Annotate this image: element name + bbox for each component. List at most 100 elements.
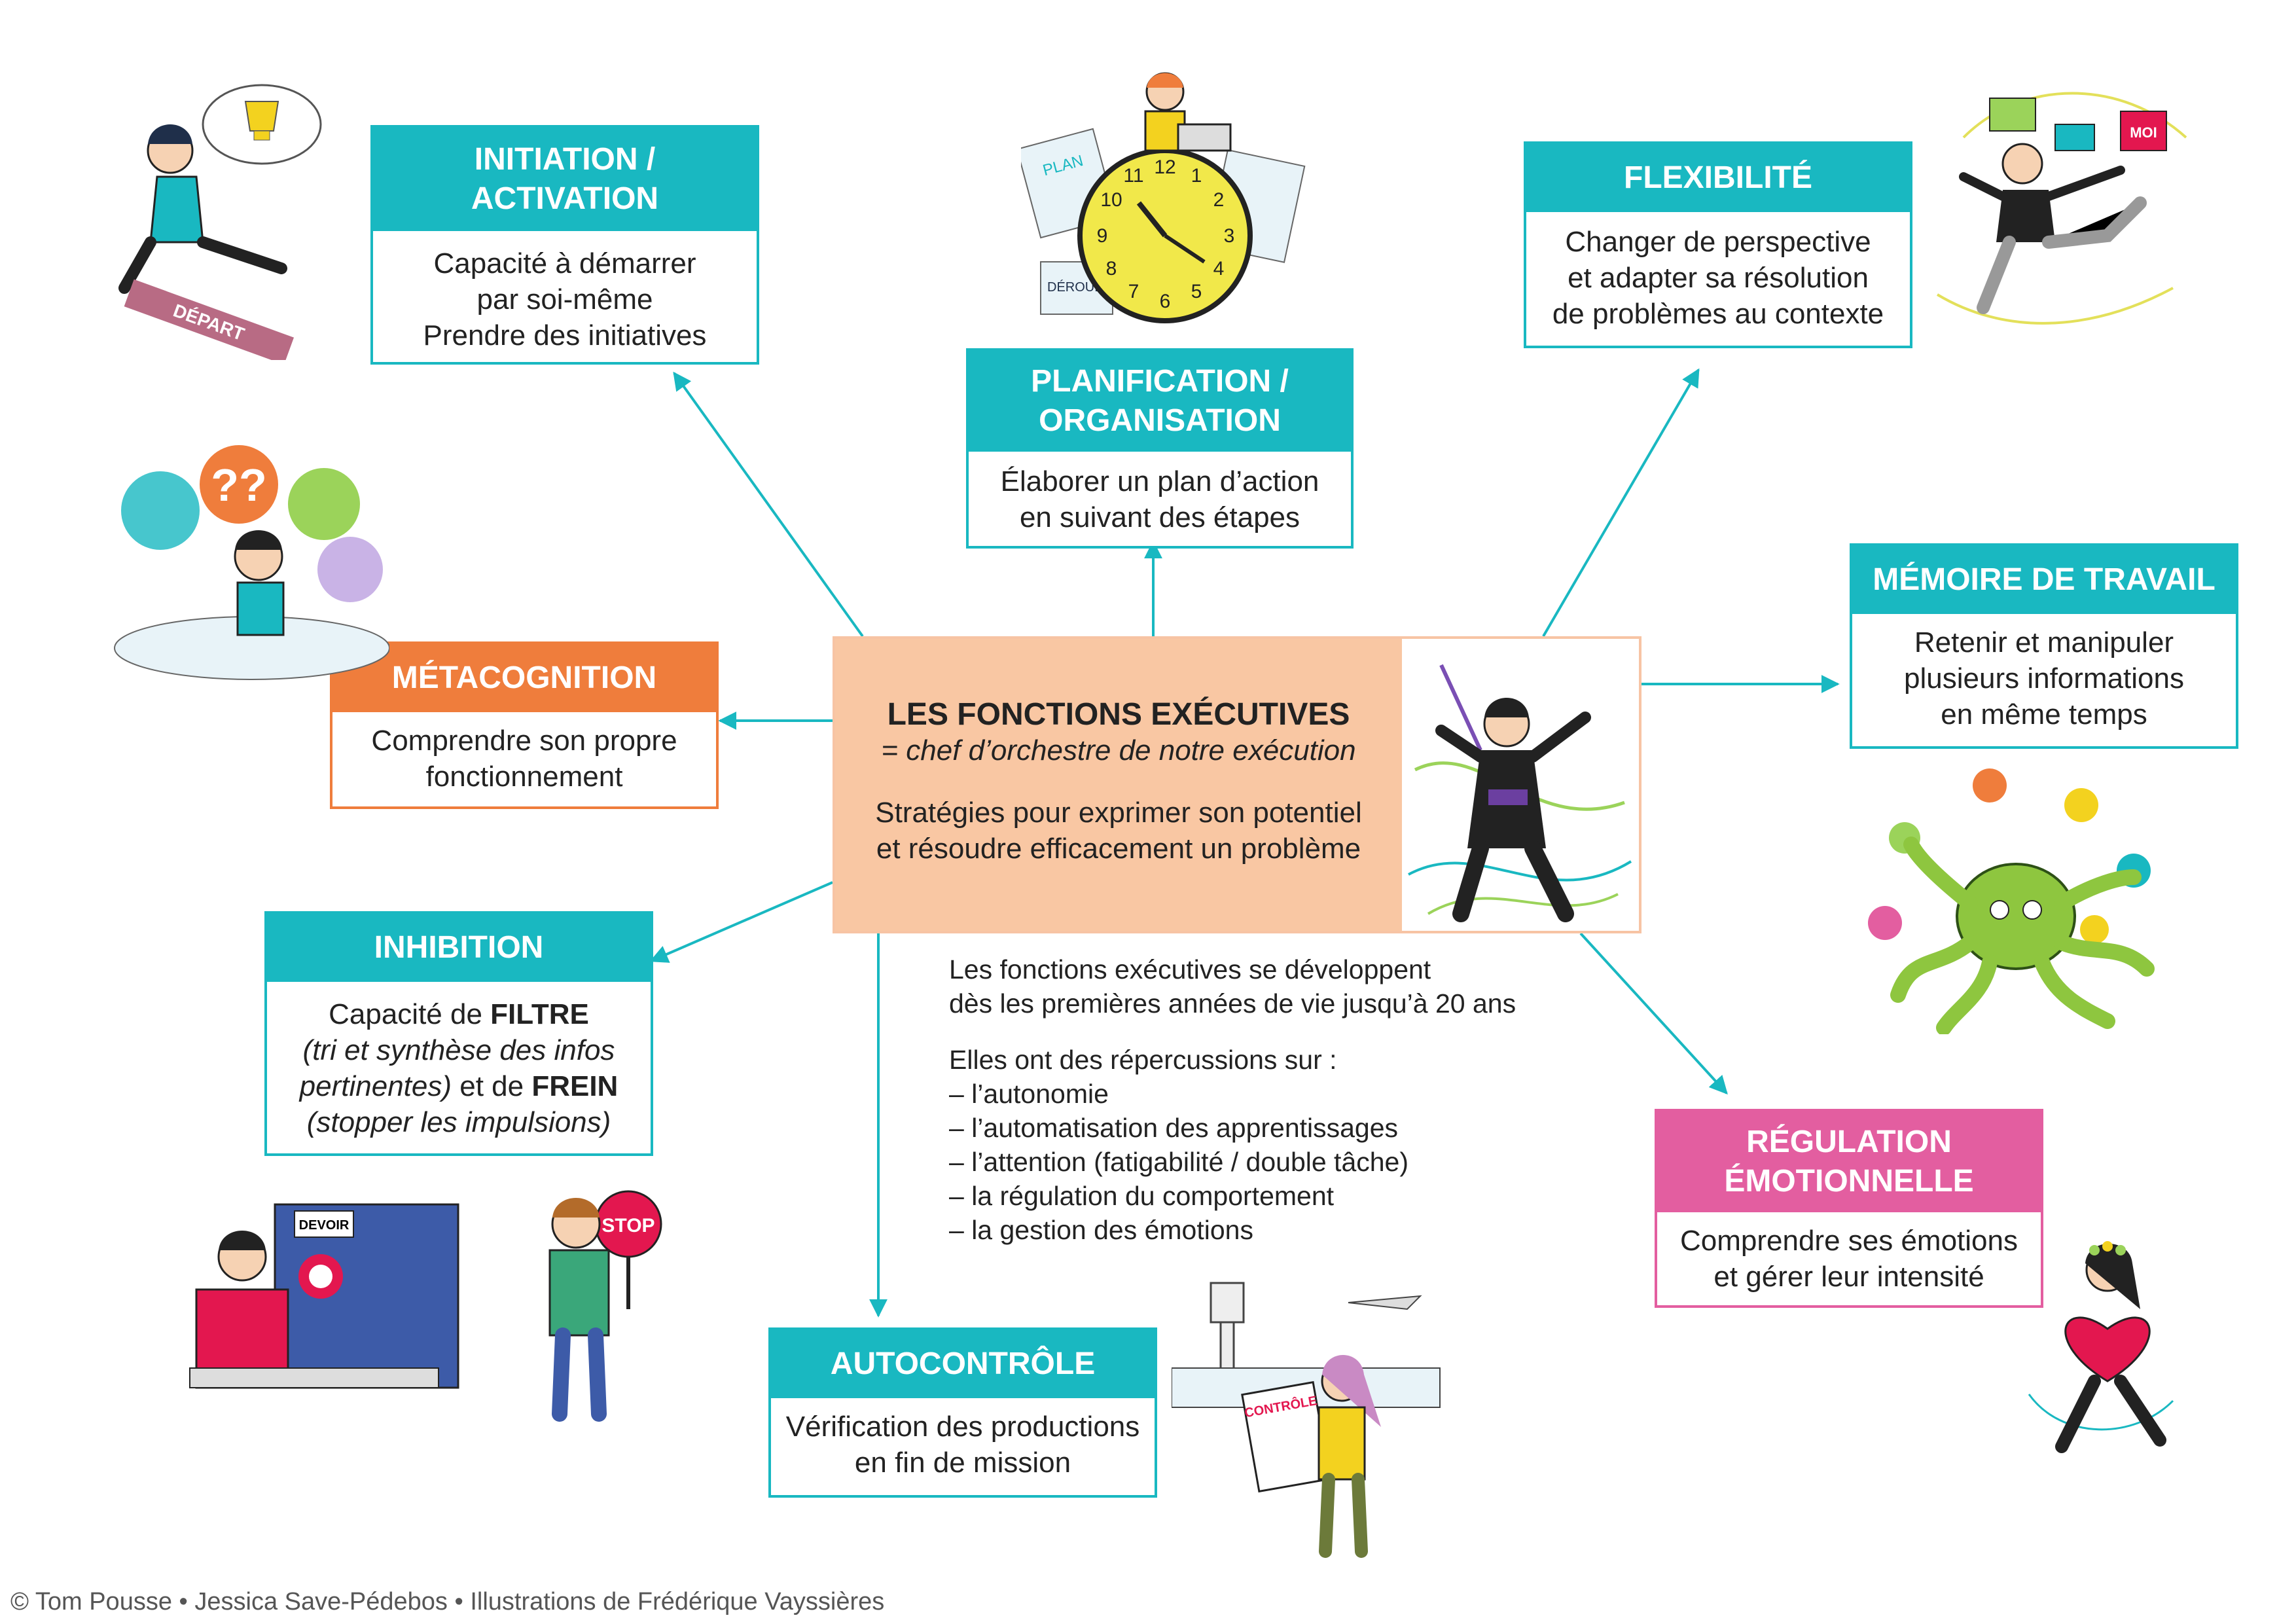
notes-dev-line1: Les fonctions exécutives se développent <box>949 954 1431 984</box>
node-autocontrole: AUTOCONTRÔLE Vérification des production… <box>768 1327 1157 1498</box>
center-strategy: Stratégies pour exprimer son potentiel e… <box>835 795 1402 867</box>
clock-num: 5 <box>1191 281 1202 302</box>
node-initiation-title2: ACTIVATION <box>471 181 659 216</box>
notes-block: Les fonctions exécutives se développent … <box>949 952 1538 1247</box>
node-initiation-header: INITIATION / ACTIVATION <box>373 128 757 231</box>
clock-num: 2 <box>1213 189 1225 211</box>
node-inhibition-title: INHIBITION <box>374 930 544 965</box>
runner-trophy-illustration: DÉPART <box>118 84 322 360</box>
conductor-illustration <box>1408 664 1632 922</box>
node-autocontrole-title: AUTOCONTRÔLE <box>830 1346 1096 1381</box>
node-planification-line2: en suivant des étapes <box>1019 501 1300 533</box>
clock-num: 4 <box>1213 258 1225 280</box>
notes-item: – la régulation du comportement <box>949 1181 1335 1211</box>
node-autocontrole-line2: en fin de mission <box>854 1447 1071 1479</box>
devoir-label: DEVOIR <box>299 1218 350 1233</box>
center-strategy-line2: et résoudre efficacement un problème <box>876 833 1361 865</box>
clock-num: 7 <box>1128 281 1139 302</box>
inhibition-l3a: pertinentes) <box>299 1070 452 1102</box>
node-inhibition-line3: pertinentes) et de FREIN <box>280 1068 637 1104</box>
node-metacognition-title: MÉTACOGNITION <box>391 660 657 695</box>
stop-label: STOP <box>601 1215 655 1236</box>
clock-worker-illustration: PLAN DÉROULÉ 12 1 2 3 4 5 6 7 8 9 10 11 <box>1021 72 1306 323</box>
node-memoire: MÉMOIRE DE TRAVAIL Retenir et manipuler … <box>1850 543 2238 749</box>
clock-num: 8 <box>1106 258 1117 280</box>
node-flexibilite-title: FLEXIBILITÉ <box>1624 160 1812 195</box>
node-inhibition: INHIBITION Capacité de FILTRE (tri et sy… <box>264 911 653 1156</box>
notes-dev-line2: dès les premières années de vie jusqu’à … <box>949 988 1516 1019</box>
node-metacognition-header: MÉTACOGNITION <box>332 644 716 712</box>
clock-num: 12 <box>1154 156 1175 178</box>
node-flexibilite-line1: Changer de perspective <box>1565 226 1871 258</box>
inhibition-l4: (stopper les impulsions) <box>306 1106 611 1138</box>
node-initiation: INITIATION / ACTIVATION Capacité à démar… <box>370 125 759 365</box>
node-regulation-body: Comprendre ses émotions et gérer leur in… <box>1657 1212 2041 1309</box>
node-inhibition-line1: Capacité de FILTRE <box>280 996 637 1032</box>
inhibition-filtre: FILTRE <box>490 998 589 1030</box>
node-autocontrole-line1: Vérification des productions <box>785 1411 1140 1443</box>
node-inhibition-line2: (tri et synthèse des infos <box>280 1032 637 1068</box>
controller-illustration: CONTRÔLE <box>1172 1282 1441 1558</box>
arrow-to-initiation <box>673 371 864 638</box>
heart-dancer-illustration <box>2028 1241 2174 1453</box>
node-memoire-line3: en même temps <box>1941 698 2147 731</box>
clock-num: 6 <box>1160 291 1171 312</box>
node-initiation-line1: Capacité à démarrer <box>433 247 696 280</box>
node-regulation-title1: RÉGULATION <box>1746 1125 1952 1159</box>
node-regulation-header: RÉGULATION ÉMOTIONNELLE <box>1657 1111 2041 1212</box>
node-regulation-title2: ÉMOTIONNELLE <box>1724 1164 1974 1199</box>
center-title: LES FONCTIONS EXÉCUTIVES <box>887 697 1350 732</box>
clock-num: 1 <box>1191 165 1202 187</box>
notes-item: – l’automatisation des apprentissages <box>949 1113 1399 1143</box>
stop-girl-illustration: STOP <box>548 1190 662 1422</box>
thinking-girl-illustration: ?? <box>114 445 389 680</box>
center-subtitle: = chef d’orchestre de notre exécution <box>881 734 1356 767</box>
node-flexibilite-line3: de problèmes au contexte <box>1552 298 1884 330</box>
hats-dancer-illustration: MOI <box>1936 92 2187 325</box>
center-strategy-line1: Stratégies pour exprimer son potentiel <box>875 797 1362 829</box>
arrow-to-regulation <box>1579 932 1728 1095</box>
notes-item: – l’attention (fatigabilité / double tâc… <box>949 1147 1409 1177</box>
clock-num: 3 <box>1224 225 1235 247</box>
node-initiation-line3: Prendre des initiatives <box>423 319 707 352</box>
node-memoire-line2: plusieurs informations <box>1904 662 2184 695</box>
notes-rep-intro: Elles ont des répercussions sur : <box>949 1045 1337 1075</box>
credits-line: © Tom Pousse • Jessica Save-Pédebos • Il… <box>10 1588 885 1615</box>
node-memoire-body: Retenir et manipuler plusieurs informati… <box>1852 614 2236 747</box>
node-flexibilite-header: FLEXIBILITÉ <box>1526 144 1910 212</box>
node-regulation-line1: Comprendre ses émotions <box>1679 1225 2018 1257</box>
notes-item: – la gestion des émotions <box>949 1215 1253 1245</box>
inhibition-frein: FREIN <box>531 1070 619 1102</box>
center-box: LES FONCTIONS EXÉCUTIVES = chef d’orches… <box>833 636 1641 933</box>
node-inhibition-line4: (stopper les impulsions) <box>280 1104 637 1140</box>
clock-num: 9 <box>1097 225 1108 247</box>
inhibition-l3b: et de <box>452 1070 532 1102</box>
node-planification-body: Élaborer un plan d’action en suivant des… <box>969 452 1351 550</box>
clock-num: 10 <box>1100 189 1122 211</box>
node-flexibilite: FLEXIBILITÉ Changer de perspective et ad… <box>1524 141 1912 348</box>
node-autocontrole-header: AUTOCONTRÔLE <box>771 1330 1155 1398</box>
node-initiation-body: Capacité à démarrer par soi-même Prendre… <box>373 231 757 368</box>
clock-num: 11 <box>1123 165 1143 187</box>
node-planification-title2: ORGANISATION <box>1039 403 1281 438</box>
node-regulation: RÉGULATION ÉMOTIONNELLE Comprendre ses é… <box>1655 1109 2043 1308</box>
moi-label: MOI <box>2130 124 2157 141</box>
node-memoire-title: MÉMOIRE DE TRAVAIL <box>1873 562 2215 597</box>
arrow-to-inhibition <box>649 881 833 963</box>
node-memoire-line1: Retenir et manipuler <box>1914 626 2174 659</box>
node-metacognition-body: Comprendre son propre fonctionnement <box>332 712 716 809</box>
node-regulation-line2: et gérer leur intensité <box>1713 1261 1984 1293</box>
node-inhibition-body: Capacité de FILTRE (tri et synthèse des … <box>267 982 651 1155</box>
center-text-panel: LES FONCTIONS EXÉCUTIVES = chef d’orches… <box>835 639 1402 931</box>
svg-text:??: ?? <box>211 460 267 511</box>
node-flexibilite-line2: et adapter sa résolution <box>1568 262 1869 294</box>
node-planification: PLANIFICATION / ORGANISATION Élaborer un… <box>966 348 1354 549</box>
node-planification-line1: Élaborer un plan d’action <box>1000 465 1319 497</box>
arrow-to-flexibilite <box>1542 368 1700 638</box>
node-planification-header: PLANIFICATION / ORGANISATION <box>969 351 1351 452</box>
notes-item: – l’autonomie <box>949 1079 1109 1109</box>
node-planification-title1: PLANIFICATION / <box>1031 364 1289 399</box>
node-memoire-header: MÉMOIRE DE TRAVAIL <box>1852 546 2236 614</box>
inhibition-l1a: Capacité de <box>329 998 491 1030</box>
